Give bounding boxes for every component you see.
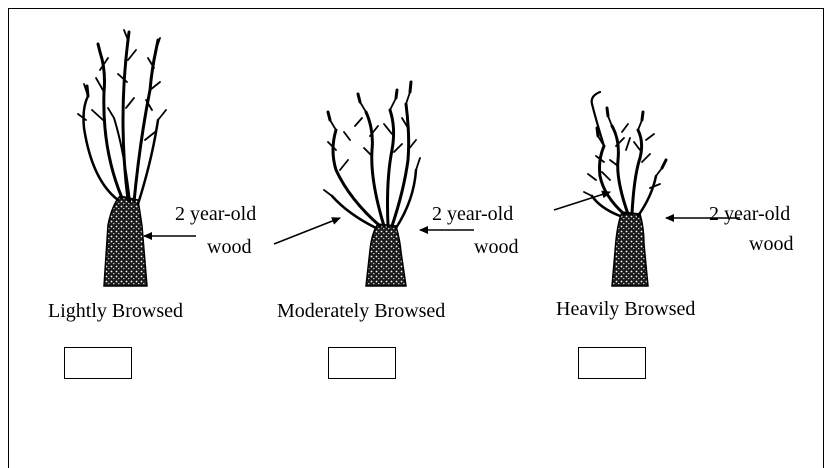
answer-box-moderately-browsed[interactable] bbox=[328, 347, 396, 379]
arrow-to-moderately-browsed-wood-left bbox=[274, 218, 340, 244]
caption-moderately-browsed: Moderately Browsed bbox=[277, 300, 445, 322]
answer-box-lightly-browsed[interactable] bbox=[64, 347, 132, 379]
shrub-lightly-browsed bbox=[78, 30, 166, 286]
caption-lightly-browsed: Lightly Browsed bbox=[48, 300, 183, 322]
annotation-label-3-line1: 2 year-old bbox=[709, 203, 790, 225]
annotation-label-1-line2: wood bbox=[207, 236, 251, 258]
annotation-label-1-line1: 2 year-old bbox=[175, 203, 256, 225]
shrub-heavily-browsed bbox=[584, 92, 666, 286]
annotation-label-2-line2: wood bbox=[474, 236, 518, 258]
answer-box-heavily-browsed[interactable] bbox=[578, 347, 646, 379]
caption-heavily-browsed: Heavily Browsed bbox=[556, 298, 695, 320]
annotation-label-3-line2: wood bbox=[749, 233, 793, 255]
shrub-moderately-browsed bbox=[324, 82, 420, 286]
annotation-label-2-line1: 2 year-old bbox=[432, 203, 513, 225]
